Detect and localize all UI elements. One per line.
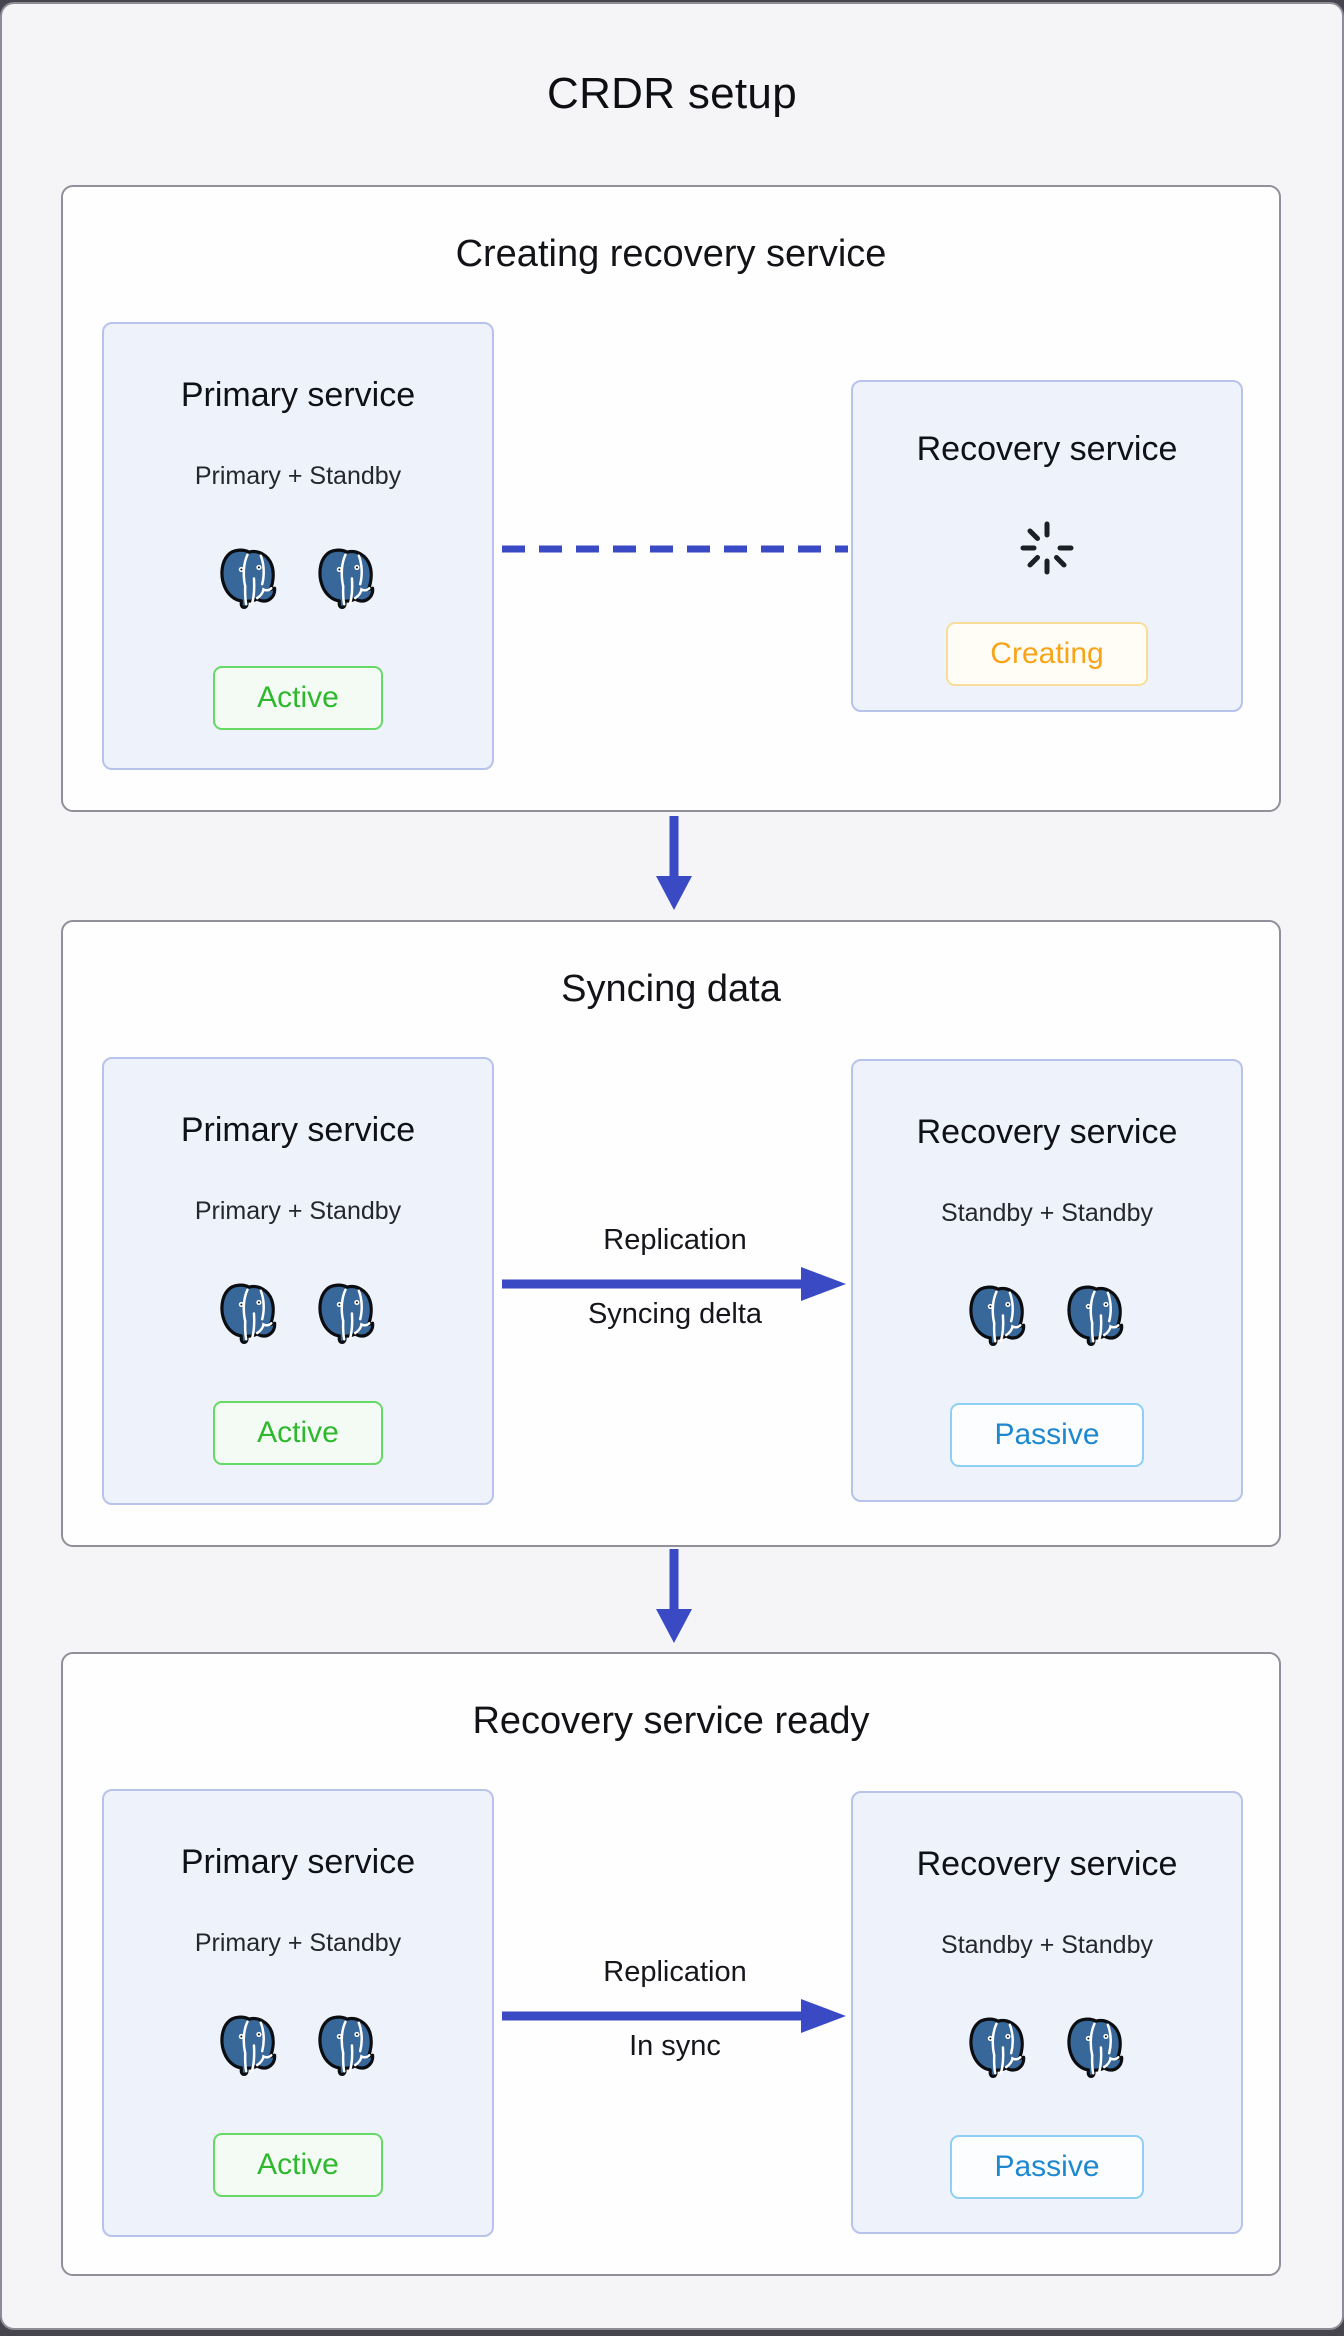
recovery-service-node: Recovery service Standby + Standby Passi… <box>851 1059 1243 1502</box>
node-title: Recovery service <box>916 1113 1178 1151</box>
database-icon-row <box>216 2014 380 2080</box>
postgresql-elephant-icon <box>965 1284 1031 1350</box>
postgresql-elephant-icon <box>216 547 282 613</box>
node-subtitle: Standby + Standby <box>941 1931 1153 1959</box>
primary-service-node: Primary service Primary + Standby Active <box>102 322 494 770</box>
stage-creating-recovery-service: Creating recovery service Primary servic… <box>61 185 1281 812</box>
postgresql-elephant-icon <box>314 1282 380 1348</box>
stage-syncing-data: Syncing data Primary service Primary + S… <box>61 920 1281 1547</box>
down-arrow-icon <box>652 812 696 916</box>
sync-state-label: Syncing delta <box>587 1298 763 1330</box>
database-icon-row <box>216 1282 380 1348</box>
node-title: Primary service <box>180 376 416 414</box>
status-badge-creating: Creating <box>946 622 1148 686</box>
dashed-connection-line <box>500 529 850 569</box>
loading-spinner-icon <box>1019 520 1075 578</box>
postgresql-elephant-icon <box>314 2014 380 2080</box>
status-badge-passive: Passive <box>950 2135 1144 2199</box>
postgresql-elephant-icon <box>314 547 380 613</box>
stage-title: Creating recovery service <box>455 233 887 275</box>
primary-service-node: Primary service Primary + Standby Active <box>102 1789 494 2237</box>
primary-service-node: Primary service Primary + Standby Active <box>102 1057 494 1505</box>
node-subtitle: Primary + Standby <box>194 1929 402 1957</box>
postgresql-elephant-icon <box>216 1282 282 1348</box>
stage-recovery-service-ready: Recovery service ready Primary service P… <box>61 1652 1281 2276</box>
node-subtitle: Primary + Standby <box>194 1197 402 1225</box>
status-badge-active: Active <box>213 2133 383 2197</box>
node-subtitle: Standby + Standby <box>941 1199 1153 1227</box>
stage-title: Syncing data <box>561 968 781 1010</box>
database-icon-row <box>965 1284 1129 1350</box>
postgresql-elephant-icon <box>965 2016 1031 2082</box>
page-title: CRDR setup <box>547 69 797 118</box>
database-icon-row <box>216 547 380 613</box>
postgresql-elephant-icon <box>1063 1284 1129 1350</box>
recovery-service-node: Recovery service Creating <box>851 380 1243 712</box>
postgresql-elephant-icon <box>216 2014 282 2080</box>
postgresql-elephant-icon <box>1063 2016 1129 2082</box>
node-title: Recovery service <box>916 430 1178 468</box>
replication-label: Replication <box>603 1224 747 1256</box>
node-title: Primary service <box>180 1843 416 1881</box>
node-title: Recovery service <box>916 1845 1178 1883</box>
status-badge-passive: Passive <box>950 1403 1144 1467</box>
replication-label: Replication <box>603 1956 747 1988</box>
status-badge-active: Active <box>213 1401 383 1465</box>
sync-state-label: In sync <box>629 2030 721 2062</box>
down-arrow-icon <box>652 1545 696 1649</box>
stage-title: Recovery service ready <box>472 1700 870 1742</box>
recovery-service-node: Recovery service Standby + Standby Passi… <box>851 1791 1243 2234</box>
database-icon-row <box>965 2016 1129 2082</box>
node-title: Primary service <box>180 1111 416 1149</box>
status-badge-active: Active <box>213 666 383 730</box>
node-subtitle: Primary + Standby <box>194 462 402 490</box>
